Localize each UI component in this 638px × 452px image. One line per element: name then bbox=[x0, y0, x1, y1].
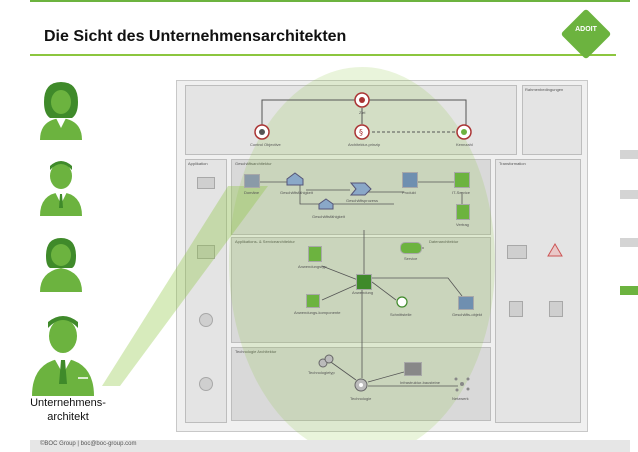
control-objective-label: Control Objective bbox=[250, 142, 281, 147]
product-label: Produkt bbox=[402, 190, 416, 195]
gear-icon bbox=[318, 354, 334, 368]
service-icon bbox=[400, 242, 422, 254]
business-object-icon bbox=[458, 296, 474, 310]
architect-caption: Unternehmens- architekt bbox=[28, 396, 108, 424]
capability-label: Geschäftsfähigkeit bbox=[280, 190, 313, 195]
data-layer-label: Datenarchitektur bbox=[429, 239, 459, 244]
principle-icon: § bbox=[354, 124, 370, 140]
application-column-label: Applikation bbox=[188, 161, 208, 166]
strategy-panel bbox=[185, 85, 517, 155]
svg-text:§: § bbox=[359, 128, 363, 137]
document-icon bbox=[549, 301, 563, 317]
constraints-panel bbox=[522, 85, 582, 155]
business-link bbox=[252, 181, 394, 205]
page-title: Die Sicht des Unternehmensarchitekten bbox=[44, 28, 347, 45]
slide-nav-tab-active[interactable] bbox=[620, 286, 638, 295]
gear-icon bbox=[354, 378, 368, 392]
female-user-avatar-2 bbox=[40, 238, 82, 292]
technology-layer-label: Technologie Architektur bbox=[235, 349, 277, 354]
footer-text: ©BOC Group | boc@boc-group.com bbox=[40, 441, 137, 447]
control-objective-icon bbox=[254, 124, 270, 140]
network-icon bbox=[454, 377, 470, 392]
footer-bar bbox=[30, 440, 630, 452]
capability-icon-2 bbox=[318, 198, 334, 210]
infrastructure-label: Infrastruktur-bausteine bbox=[400, 380, 441, 385]
process-label: Geschäftsprozess bbox=[346, 198, 379, 203]
kpi-label: Kennzahl bbox=[456, 142, 473, 147]
goal-icon bbox=[354, 92, 370, 108]
application-icon bbox=[356, 274, 372, 290]
service-label: Service bbox=[404, 256, 418, 261]
transformation-label: Transformation bbox=[499, 161, 526, 166]
monitor-icon bbox=[197, 245, 215, 259]
domain-icon bbox=[244, 174, 260, 188]
document-icon bbox=[509, 301, 523, 317]
application-type-icon bbox=[308, 246, 322, 262]
tech-link bbox=[367, 371, 405, 383]
contract-label: Vertrag bbox=[456, 222, 469, 227]
application-layer-label: Applikations- & Servicearchitektur bbox=[235, 239, 295, 244]
warning-icon bbox=[547, 243, 563, 257]
slide-nav-tab-2[interactable] bbox=[620, 190, 638, 199]
application-type-label: Anwendungstyp bbox=[298, 264, 327, 269]
title-underline bbox=[30, 54, 616, 56]
transformation-column bbox=[495, 159, 581, 423]
process-icon bbox=[350, 182, 372, 196]
top-accent-line bbox=[30, 0, 630, 2]
tech-link bbox=[327, 359, 357, 381]
app-link bbox=[371, 281, 397, 301]
caption-line-2: architekt bbox=[47, 411, 89, 423]
logo-label: ADOIT bbox=[575, 26, 597, 33]
application-layer bbox=[231, 237, 491, 343]
app-link bbox=[321, 283, 359, 301]
application-label: Anwendung bbox=[352, 290, 374, 295]
business-object-label: Geschäfts-objekt bbox=[452, 312, 483, 317]
constraints-label: Rahmenbedingungen bbox=[525, 87, 564, 92]
it-service-icon bbox=[454, 172, 470, 188]
viewpoint-beam bbox=[102, 186, 268, 386]
monitor-icon bbox=[197, 177, 215, 189]
component-icon bbox=[306, 294, 320, 308]
kpi-icon bbox=[456, 124, 472, 140]
male-user-avatar bbox=[40, 161, 82, 216]
focus-ellipse bbox=[229, 67, 495, 452]
technology-label: Technologie bbox=[350, 396, 372, 401]
domain-label: Domäne bbox=[244, 190, 260, 195]
caption-line-1: Unternehmens- bbox=[30, 397, 106, 409]
project-icon bbox=[507, 245, 527, 259]
contract-icon bbox=[456, 204, 470, 220]
interface-icon bbox=[396, 296, 408, 308]
it-service-label: IT-Service bbox=[452, 190, 471, 195]
technology-type-label: Technologietyp bbox=[308, 370, 335, 375]
goal-label: Ziel bbox=[359, 110, 366, 115]
component-label: Anwendungs-komponente bbox=[294, 310, 341, 315]
enterprise-architect-avatar bbox=[32, 316, 94, 396]
principle-label: Architektur-prinzip bbox=[348, 142, 381, 147]
business-layer-label: Geschäftsarchitektur bbox=[235, 161, 272, 166]
app-link bbox=[321, 265, 359, 281]
slide-nav-tab-1[interactable] bbox=[620, 150, 638, 159]
network-label: Netzwerk bbox=[452, 396, 469, 401]
business-layer bbox=[231, 159, 491, 235]
capability-icon bbox=[286, 172, 304, 186]
capability-label-2: Geschäftsfähigkeit bbox=[312, 214, 345, 219]
product-icon bbox=[402, 172, 418, 188]
interface-label: Schnittstelle bbox=[390, 312, 412, 317]
female-user-avatar bbox=[40, 82, 82, 140]
circle-icon bbox=[199, 313, 213, 327]
slide-nav-tab-3[interactable] bbox=[620, 238, 638, 247]
circle-icon bbox=[199, 377, 213, 391]
app-link bbox=[372, 277, 463, 297]
infrastructure-icon bbox=[404, 362, 422, 376]
